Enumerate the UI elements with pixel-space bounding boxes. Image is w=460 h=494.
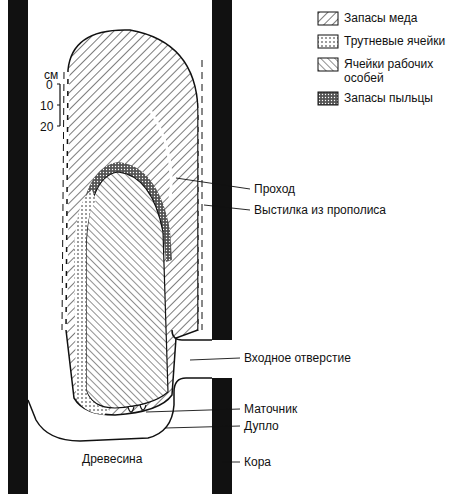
- legend-swatch: [318, 12, 338, 25]
- part-label: Маточник: [244, 402, 297, 416]
- scale-number: 10: [40, 99, 53, 113]
- legend-swatch: [318, 35, 338, 48]
- honey-comb: [66, 30, 198, 415]
- part-label: Дупло: [244, 419, 279, 433]
- legend-text: Запасы пыльцы: [344, 91, 452, 105]
- legend-text: Ячейки рабочих особей: [344, 57, 452, 85]
- worker-brood: [86, 172, 168, 408]
- leader-lines: [146, 178, 250, 462]
- tree-wall: [8, 0, 28, 494]
- legend-swatch: [318, 92, 338, 105]
- legend-text: Запасы меда: [344, 11, 452, 25]
- part-label: Входное отверстие: [244, 351, 351, 365]
- part-label: Выстилка из прополиса: [254, 203, 386, 217]
- queen-cell: [128, 405, 146, 412]
- drone-cells: [74, 190, 110, 415]
- legend-swatch: [318, 58, 338, 71]
- tree-wall: [212, 0, 232, 340]
- scale-number: 20: [40, 120, 53, 134]
- propolis-lining: [62, 60, 202, 330]
- scale-number: 0: [46, 78, 53, 92]
- part-label: Проход: [254, 182, 295, 196]
- part-label: Кора: [244, 455, 271, 469]
- legend-text: Трутневые ячейки: [344, 34, 452, 48]
- scale-bar: [57, 84, 60, 126]
- part-label: Древесина: [82, 452, 142, 466]
- tree-wall: [212, 378, 232, 494]
